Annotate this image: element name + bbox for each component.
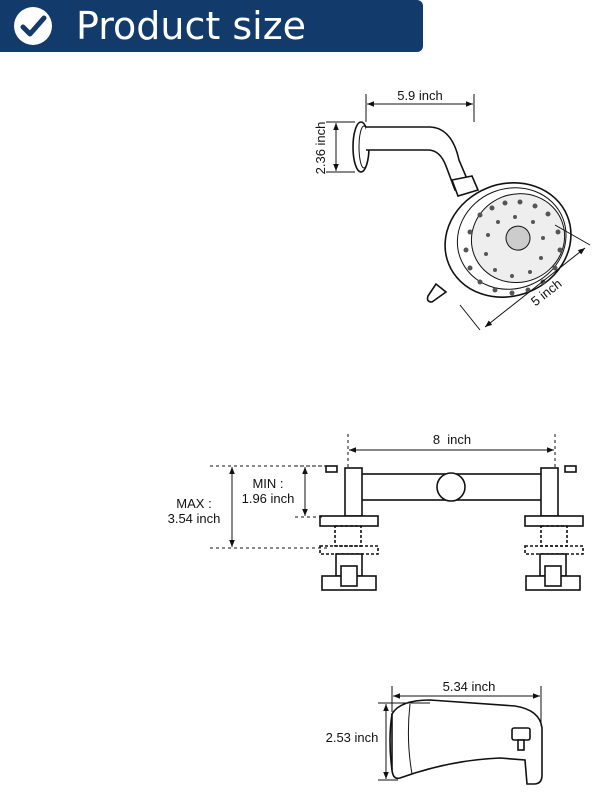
spout-length-dimension bbox=[391, 686, 542, 726]
valve-spacing-label: 8 inch bbox=[433, 432, 471, 447]
spout-height-dimension bbox=[378, 702, 430, 781]
arm-height-label: 2.36 inch bbox=[313, 122, 328, 175]
arm-height-dimension bbox=[326, 121, 355, 173]
valve-min-label: MIN : bbox=[252, 476, 283, 491]
checkmark-circle-icon bbox=[14, 7, 52, 45]
header-banner: Product size bbox=[0, 0, 423, 52]
valve-illustration bbox=[319, 465, 584, 591]
spout-length-label: 5.34 inch bbox=[443, 679, 496, 694]
head-diameter-dimension bbox=[459, 224, 591, 331]
valve-max-label: MAX : bbox=[176, 496, 211, 511]
arm-length-label: 5.9 inch bbox=[397, 88, 443, 103]
valve-spacing-dimension bbox=[347, 434, 556, 470]
tub-spout-illustration bbox=[389, 699, 543, 785]
page-title: Product size bbox=[76, 4, 307, 48]
spout-height-label: 2.53 inch bbox=[326, 730, 379, 745]
arm-length-dimension bbox=[365, 94, 475, 122]
valve-min-dimension bbox=[295, 465, 330, 518]
valve-min-value: 1.96 inch bbox=[242, 491, 295, 506]
valve-max-value: 3.54 inch bbox=[168, 511, 221, 526]
